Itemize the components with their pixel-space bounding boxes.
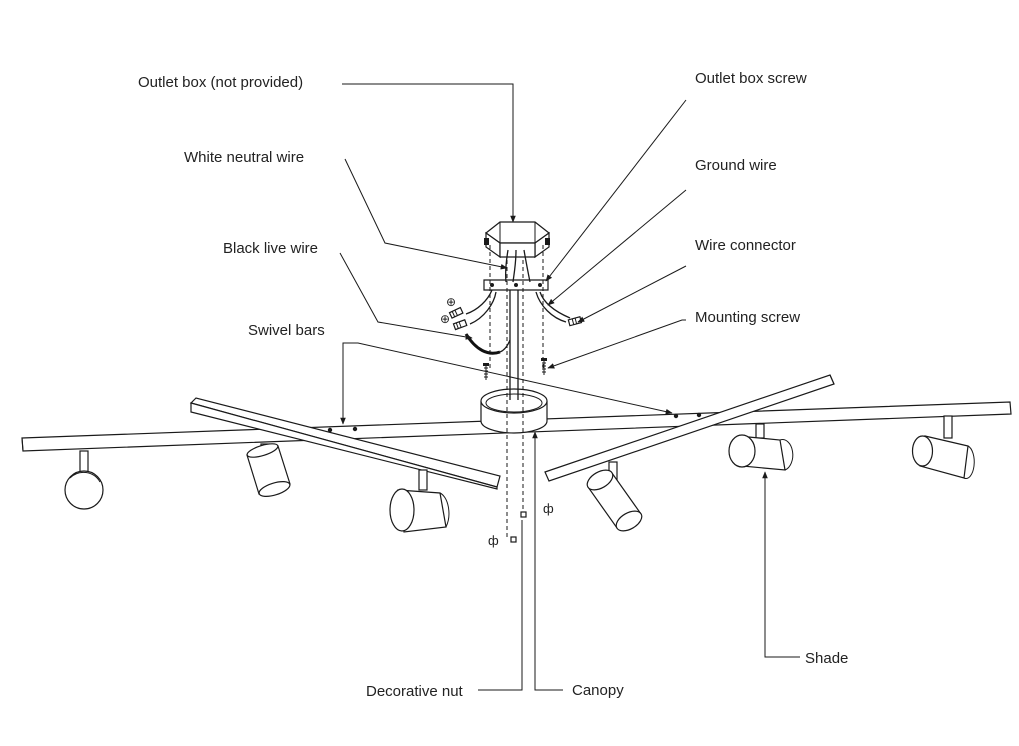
short-swivel-bar-right (544, 374, 835, 482)
shade-5 (728, 423, 794, 471)
labels: Outlet box (not provided) White neutral … (138, 70, 848, 700)
label-outlet-box-screw: Outlet box screw (695, 70, 807, 87)
leader-outlet-box-screw (545, 99, 687, 282)
assembly-guides (489, 245, 544, 543)
mounting-screws (483, 358, 547, 380)
canopy (480, 388, 548, 434)
leader-ground-wire (547, 189, 687, 306)
bar-screw-hole (696, 412, 702, 418)
shade-4 (586, 461, 643, 532)
outlet-box (484, 221, 551, 259)
shade-2 (246, 443, 291, 498)
leader-mounting-screw (547, 319, 686, 369)
label-shade: Shade (805, 650, 848, 667)
shade-1 (64, 450, 104, 510)
svg-text:ф: ф (543, 501, 554, 516)
leader-canopy (532, 431, 563, 691)
leader-black-live-wire (339, 252, 473, 340)
svg-text:⊕: ⊕ (440, 312, 450, 326)
bar-screw-hole (327, 427, 333, 433)
label-mounting-screw: Mounting screw (695, 309, 800, 326)
shade-3 (389, 469, 450, 533)
label-decorative-nut: Decorative nut (366, 683, 464, 700)
label-white-neutral-wire: White neutral wire (184, 149, 304, 166)
leader-outlet-box (342, 83, 516, 223)
label-black-live-wire: Black live wire (223, 240, 318, 257)
leader-wire-connector (577, 265, 687, 323)
label-wire-connector: Wire connector (695, 237, 796, 254)
leader-white-neutral-wire (344, 158, 508, 270)
label-ground-wire: Ground wire (695, 157, 777, 174)
leader-decorative-nut (478, 520, 523, 691)
label-swivel-bars: Swivel bars (248, 322, 325, 339)
leader-lines (339, 83, 800, 691)
label-outlet-box: Outlet box (not provided) (138, 74, 303, 91)
mounting-plate (483, 279, 549, 291)
wires (464, 249, 571, 400)
bar-screw-hole (673, 413, 679, 419)
short-swivel-bar-left (189, 397, 501, 490)
leader-shade (762, 471, 800, 658)
svg-text:⊕: ⊕ (446, 295, 456, 309)
decorative-nut-symbols: ф ф (488, 501, 554, 548)
shade-6 (911, 415, 975, 479)
wire-connectors-left: ⊕ ⊕ (440, 295, 468, 331)
label-canopy: Canopy (572, 682, 624, 699)
svg-text:ф: ф (488, 533, 499, 548)
bar-screw-hole (352, 426, 358, 432)
